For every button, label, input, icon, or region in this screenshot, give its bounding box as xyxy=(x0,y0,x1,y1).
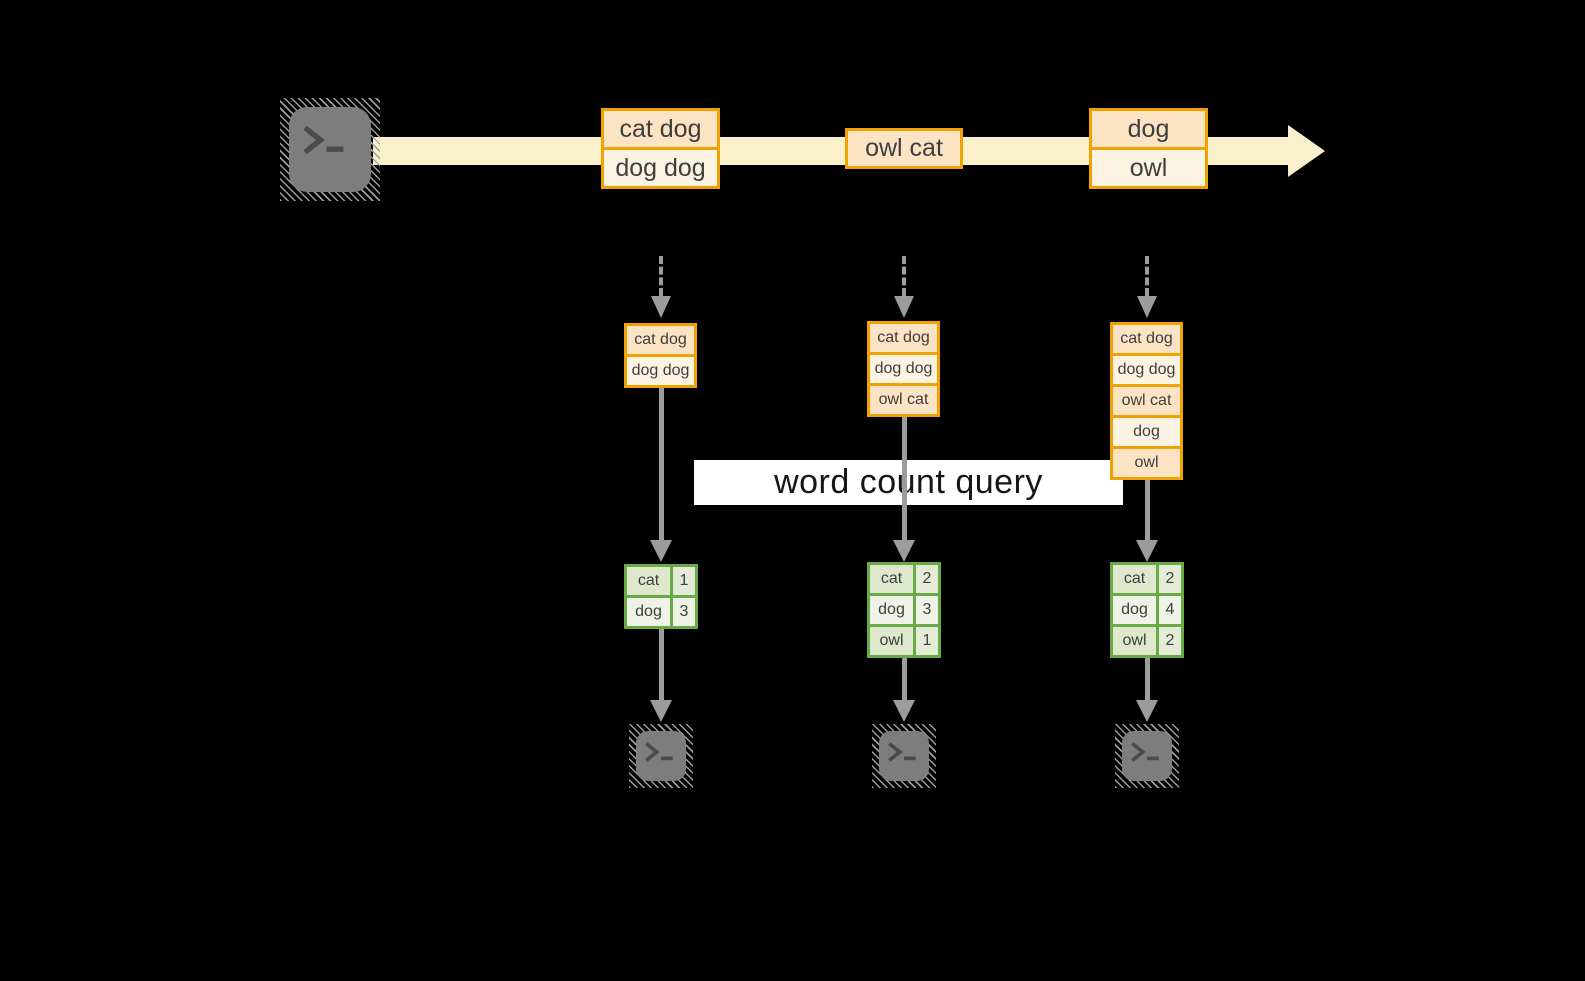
stream-record: dog dog xyxy=(604,147,717,186)
arrowhead-icon xyxy=(894,296,914,318)
flow-arrow-icon xyxy=(1145,480,1150,542)
count-cell: 3 xyxy=(673,598,695,626)
word-cell: owl xyxy=(1113,627,1159,655)
flow-arrow-icon xyxy=(902,658,907,702)
stream-arrowhead-icon xyxy=(1288,125,1325,177)
count-cell: 1 xyxy=(916,627,938,655)
flow-arrow-icon xyxy=(1145,658,1150,702)
buffer-record: dog dog xyxy=(870,352,937,383)
table-row: dog 3 xyxy=(870,593,938,624)
flow-arrow-icon xyxy=(659,388,664,542)
word-cell: cat xyxy=(870,565,916,593)
buffer-record: dog dog xyxy=(627,354,694,385)
terminal-prompt-icon xyxy=(303,125,344,155)
dashed-arrow-icon xyxy=(659,256,663,296)
arrowhead-icon xyxy=(1136,540,1158,562)
count-table-3: cat 2 dog 4 owl 2 xyxy=(1110,562,1184,658)
stream-batch-2: owl cat xyxy=(845,128,963,169)
table-row: cat 2 xyxy=(1113,565,1181,593)
flow-arrow-icon xyxy=(659,629,664,702)
terminal-icon xyxy=(1115,724,1179,788)
stream-record: owl xyxy=(1092,147,1205,186)
buffer-record: owl cat xyxy=(870,383,937,414)
stream-record: cat dog xyxy=(604,111,717,147)
flow-arrow-icon xyxy=(902,417,907,542)
buffer-record: owl xyxy=(1113,446,1180,477)
terminal-icon-body xyxy=(1122,731,1172,781)
table-row: cat 1 xyxy=(627,567,695,595)
count-cell: 3 xyxy=(916,596,938,624)
arrowhead-icon xyxy=(650,540,672,562)
word-cell: dog xyxy=(870,596,916,624)
terminal-icon xyxy=(629,724,693,788)
buffer-stack-1: cat dog dog dog xyxy=(624,323,697,388)
terminal-prompt-icon xyxy=(1131,742,1159,762)
table-row: dog 3 xyxy=(627,595,695,626)
word-cell: dog xyxy=(1113,596,1159,624)
dashed-arrow-icon xyxy=(1145,256,1149,296)
buffer-record: cat dog xyxy=(1113,325,1180,353)
arrowhead-icon xyxy=(1136,700,1158,722)
table-row: owl 2 xyxy=(1113,624,1181,655)
table-row: dog 4 xyxy=(1113,593,1181,624)
arrowhead-icon xyxy=(650,700,672,722)
terminal-icon xyxy=(872,724,936,788)
buffer-record: dog dog xyxy=(1113,353,1180,384)
arrowhead-icon xyxy=(893,540,915,562)
terminal-icon xyxy=(280,98,380,201)
terminal-prompt-icon xyxy=(888,742,916,762)
terminal-prompt-icon xyxy=(645,742,673,762)
buffer-record: owl cat xyxy=(1113,384,1180,415)
buffer-record: cat dog xyxy=(627,326,694,354)
terminal-icon-body xyxy=(289,107,371,192)
terminal-icon-body xyxy=(879,731,929,781)
dashed-arrow-icon xyxy=(902,256,906,296)
count-table-1: cat 1 dog 3 xyxy=(624,564,698,629)
buffer-stack-3: cat dog dog dog owl cat dog owl xyxy=(1110,322,1183,480)
word-cell: cat xyxy=(627,567,673,595)
stream-record: owl cat xyxy=(848,131,960,166)
stream-record: dog xyxy=(1092,111,1205,147)
table-row: cat 2 xyxy=(870,565,938,593)
count-cell: 2 xyxy=(916,565,938,593)
arrowhead-icon xyxy=(651,296,671,318)
arrowhead-icon xyxy=(893,700,915,722)
count-table-2: cat 2 dog 3 owl 1 xyxy=(867,562,941,658)
count-cell: 4 xyxy=(1159,596,1181,624)
count-cell: 1 xyxy=(673,567,695,595)
count-cell: 2 xyxy=(1159,565,1181,593)
buffer-record: dog xyxy=(1113,415,1180,446)
arrowhead-icon xyxy=(1137,296,1157,318)
count-cell: 2 xyxy=(1159,627,1181,655)
query-label: word count query xyxy=(694,460,1123,505)
stream-batch-3: dog owl xyxy=(1089,108,1208,189)
buffer-stack-2: cat dog dog dog owl cat xyxy=(867,321,940,417)
word-cell: owl xyxy=(870,627,916,655)
word-cell: dog xyxy=(627,598,673,626)
table-row: owl 1 xyxy=(870,624,938,655)
stream-batch-1: cat dog dog dog xyxy=(601,108,720,189)
terminal-icon-body xyxy=(636,731,686,781)
buffer-record: cat dog xyxy=(870,324,937,352)
word-cell: cat xyxy=(1113,565,1159,593)
